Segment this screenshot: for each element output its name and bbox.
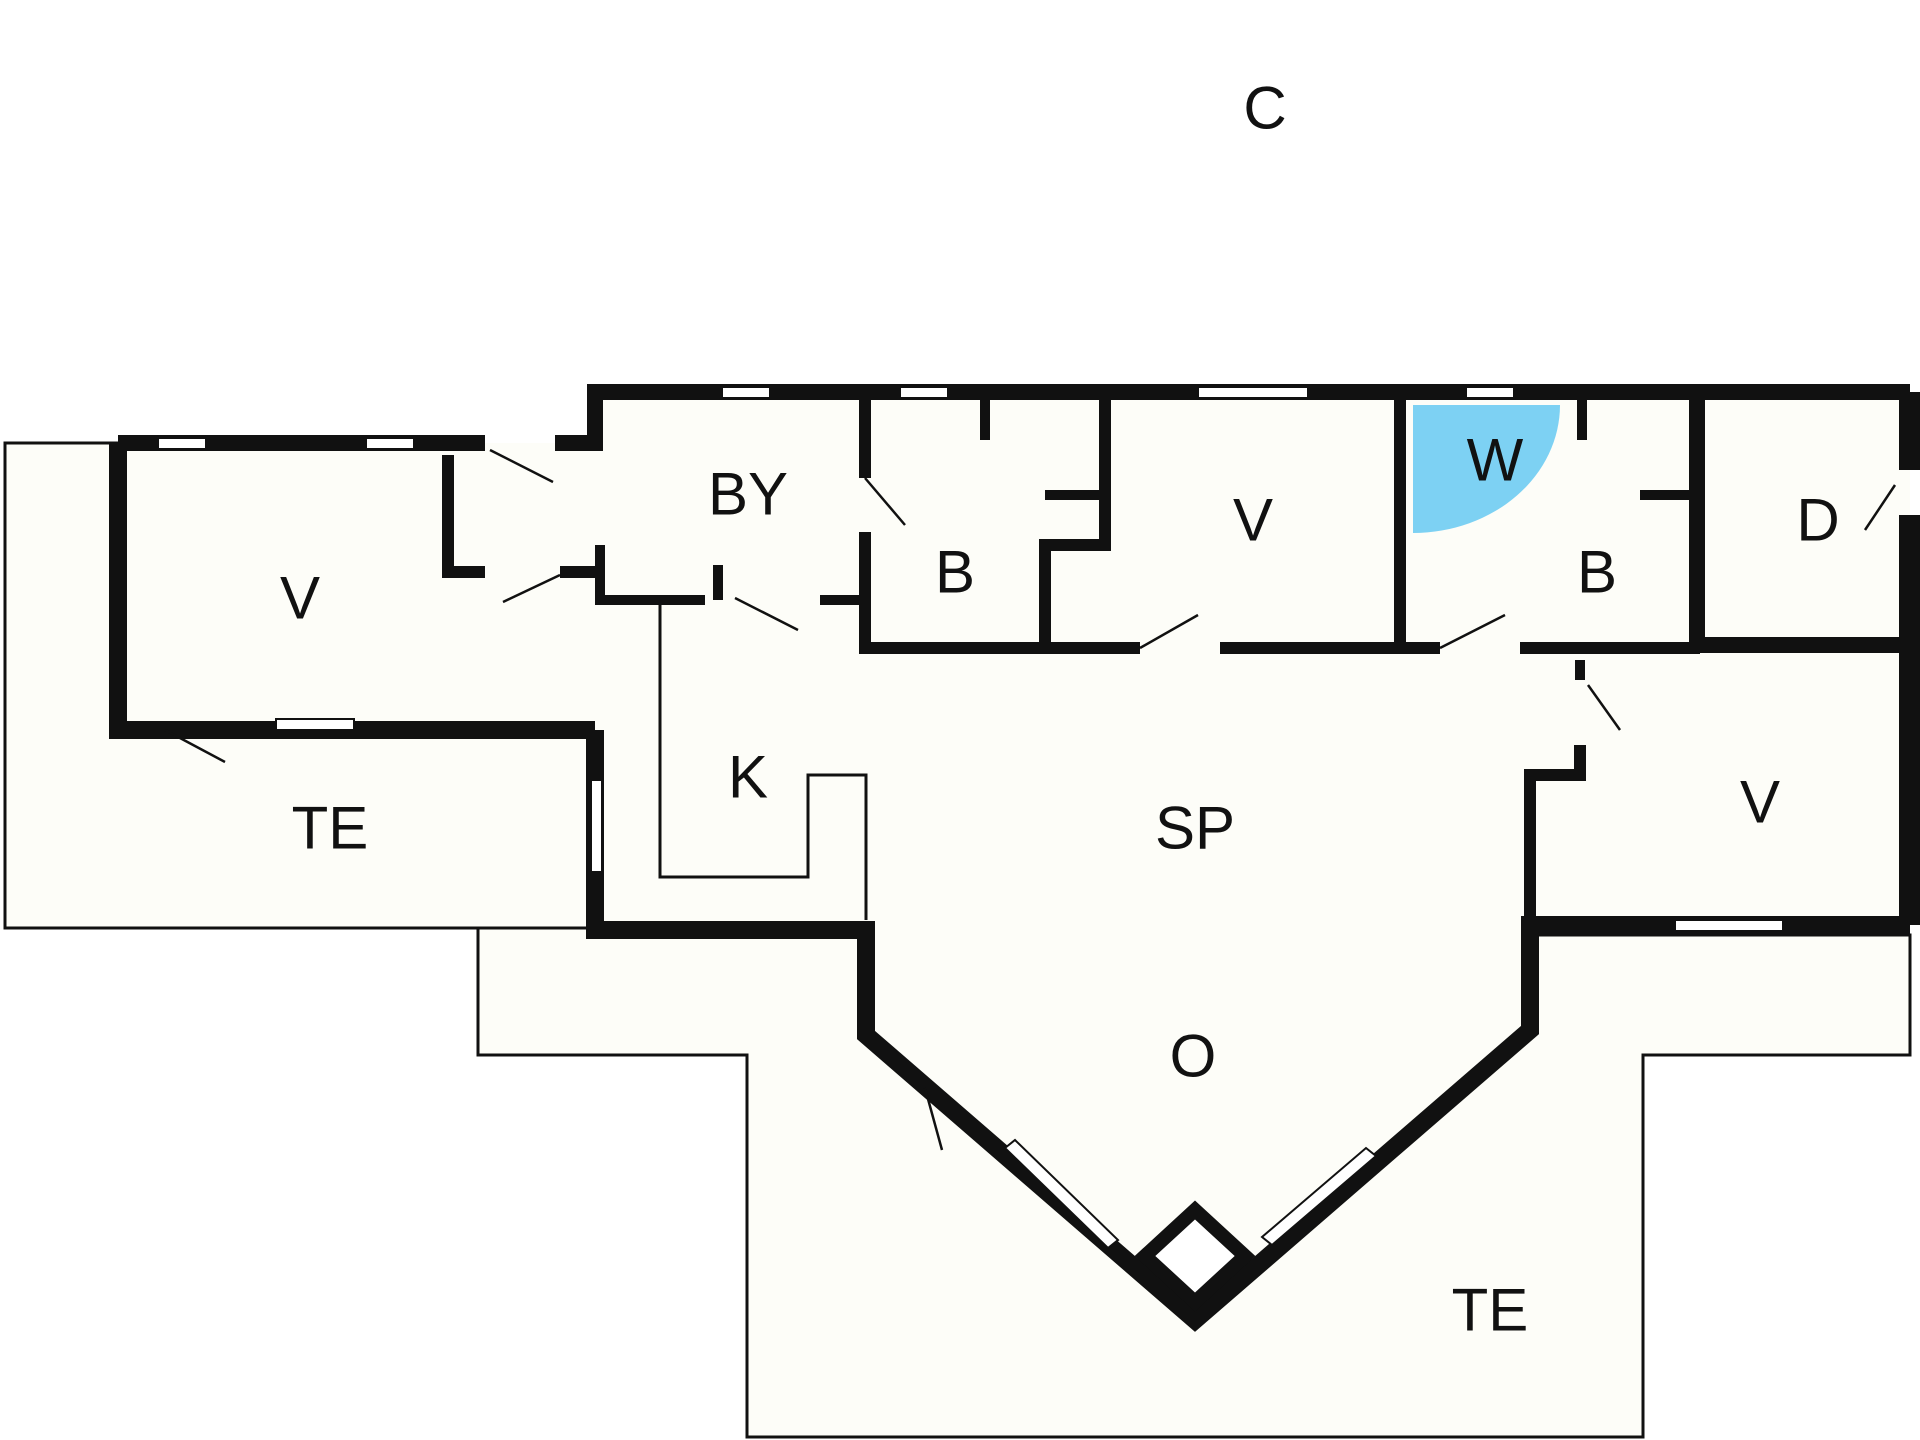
compass-label: C xyxy=(1243,75,1286,142)
room-label-w: W xyxy=(1467,427,1524,494)
room-label-o: O xyxy=(1170,1023,1217,1090)
room-label-k: K xyxy=(728,744,768,811)
room-label-b-right: B xyxy=(1577,539,1617,606)
room-label-v-mid: V xyxy=(1233,487,1273,554)
room-label-v-left: V xyxy=(280,565,320,632)
room-label-by: BY xyxy=(708,461,788,528)
room-label-b-left: B xyxy=(935,539,975,606)
outer-walls xyxy=(109,384,1920,1332)
fireplace xyxy=(1134,1200,1256,1312)
room-label-te-left: TE xyxy=(292,795,369,862)
kitchen-counters xyxy=(658,600,868,920)
room-label-v-right: V xyxy=(1740,769,1780,836)
door-swings xyxy=(164,448,1897,1151)
room-label-sp: SP xyxy=(1155,795,1235,862)
room-label-te-bottom: TE xyxy=(1452,1277,1529,1344)
whirlpool-icon xyxy=(1413,405,1560,533)
interior-walls xyxy=(442,400,1910,925)
room-label-d: D xyxy=(1796,487,1839,554)
windows xyxy=(157,386,1784,1250)
